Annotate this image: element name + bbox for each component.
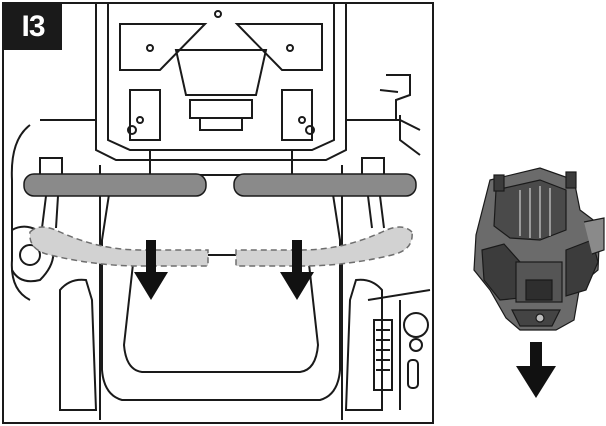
- down-arrow-icon: [280, 240, 314, 300]
- lowered-bar-ghost: [29, 226, 413, 267]
- left-panel-border: [2, 2, 434, 424]
- down-arrow-icon: [134, 240, 168, 300]
- raised-bar: [23, 173, 417, 197]
- console: [367, 74, 431, 410]
- cab-body: [10, 119, 421, 420]
- roll-cage: [95, 4, 347, 161]
- down-arrow-icon: [516, 342, 556, 398]
- step-badge: I3: [4, 4, 62, 50]
- machine-side-view: [473, 167, 605, 331]
